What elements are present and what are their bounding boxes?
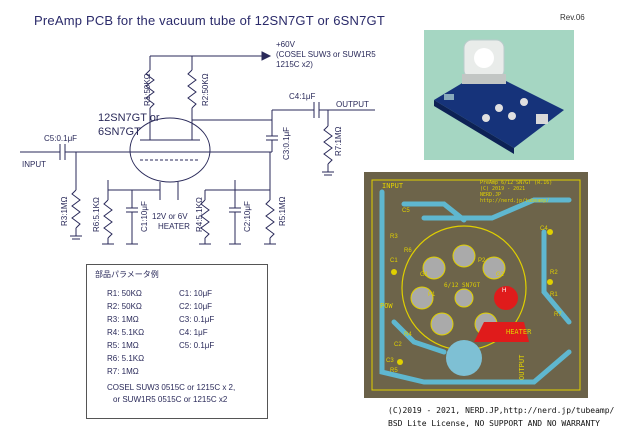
parts-list-capacitors: C1: 10μF C2: 10μF C3: 0.1μF C4: 1μF C5: … <box>179 287 214 352</box>
footer: (C)2019 - 2021, NERD.JP,http://nerd.jp/t… <box>388 404 614 430</box>
list-item: C2: 10μF <box>179 302 213 311</box>
r1-label: R1:50KΩ <box>143 73 152 106</box>
c2-label: C2:10μF <box>243 201 252 232</box>
pcb-part-r2: R2 <box>550 270 558 276</box>
r7-label: R7:1MΩ <box>334 126 343 156</box>
c1-label: C1:10μF <box>140 201 149 232</box>
r2-label: R2:50KΩ <box>201 73 210 106</box>
list-item: C4: 1μF <box>179 328 208 337</box>
heater-voltage-label: 12V or 6V <box>152 212 188 221</box>
list-item: C1: 10μF <box>179 289 213 298</box>
parts-list-panel: 部品パラメータ例 R1: 50KΩ R2: 50KΩ R3: 1MΩ R4: 5… <box>86 264 268 419</box>
parts-list-title: 部品パラメータ例 <box>95 270 159 279</box>
output-label: OUTPUT <box>336 100 369 109</box>
r4-label: R4:5.1KΩ <box>195 197 204 232</box>
pcb-info-4: http://nerd.jp/tubeamp/ <box>480 198 550 204</box>
c5-label: C5:0.1μF <box>44 134 78 143</box>
pcb-pin-p2: P2 <box>478 258 486 264</box>
pcb-input-label: INPUT <box>382 182 404 190</box>
input-label: INPUT <box>22 160 46 169</box>
list-item: R6: 5.1KΩ <box>107 354 145 363</box>
list-item: R1: 50KΩ <box>107 289 142 298</box>
r6-label: R6:5.1KΩ <box>92 197 101 232</box>
supply-note-line2: 1215C x2) <box>276 60 313 69</box>
tube-label-line1: 12SN7GT or <box>98 112 160 124</box>
pcb-info-3: NERD.JP <box>480 192 502 198</box>
list-item: R5: 1MΩ <box>107 341 139 350</box>
pcb-part-c2: C2 <box>394 342 402 348</box>
pcb-part-r7: R7 <box>554 312 562 318</box>
tube-label-line2: 6SN7GT <box>98 126 141 138</box>
pcb-info-1: PreAmp 6/12 SN7GT (R.16) <box>480 180 553 186</box>
revision-label: Rev.06 <box>560 13 585 22</box>
pcb-tube-label: 6/12 SN7GT <box>444 282 481 289</box>
list-item: R7: 1MΩ <box>107 367 139 376</box>
parts-list-note-1: COSEL SUW3 0515C or 1215C x 2, <box>107 383 236 392</box>
parts-list-resistors: R1: 50KΩ R2: 50KΩ R3: 1MΩ R4: 5.1KΩ R5: … <box>107 287 144 378</box>
supply-voltage-label: +60V <box>276 40 295 49</box>
pcb-info-2: (C) 2019 - 2021 <box>480 186 526 192</box>
list-item: C3: 0.1μF <box>179 315 215 324</box>
c3-label: C3:0.1μF <box>282 126 291 160</box>
parts-list-note-2: or SUW1R5 0515C or 1215C x2 <box>113 395 228 404</box>
board-photo-illustration <box>424 30 574 160</box>
pcb-pin-p1: P1 <box>428 292 436 298</box>
assembled-board-photo <box>424 30 574 160</box>
supply-note-line1: (COSEL SUW3 or SUW1R5 <box>276 50 376 59</box>
r5-label: R5:1MΩ <box>278 196 287 226</box>
list-item: C5: 0.1μF <box>179 341 215 350</box>
c4-label: C4:1μF <box>289 92 316 101</box>
list-item: R4: 5.1KΩ <box>107 328 145 337</box>
pcb-part-c4: C4 <box>540 226 548 232</box>
pcb-part-r3: R3 <box>390 234 398 240</box>
pcb-output-label: OUTPUT <box>518 354 526 380</box>
list-item: R3: 1MΩ <box>107 315 139 324</box>
pcb-pin-g2: G2 <box>496 272 505 278</box>
r3-label: R3:1MΩ <box>60 196 69 226</box>
pcb-part-r6: R6 <box>404 248 412 254</box>
pcb-part-r5: R5 <box>390 368 398 374</box>
pcb-pin-g1: G1 <box>420 272 429 278</box>
pcb-pin-h: H <box>502 288 507 294</box>
pcb-part-c1: C1 <box>390 258 398 264</box>
heater-label: HEATER <box>158 222 190 231</box>
pcb-part-r4: R4 <box>404 332 412 338</box>
pcb-layout: INPUT PreAmp 6/12 SN7GT (R.16) (C) 2019 … <box>364 172 588 398</box>
pcb-part-c3: C3 <box>386 358 394 364</box>
pcb-part-c5: C5 <box>402 208 410 214</box>
list-item: R2: 50KΩ <box>107 302 142 311</box>
pcb-artwork <box>371 179 581 391</box>
pcb-part-r1: R1 <box>550 292 558 298</box>
pcb-heater-label: HEATER <box>506 328 532 336</box>
copyright-text: (C)2019 - 2021, NERD.JP,http://nerd.jp/t… <box>388 406 615 415</box>
page-title: PreAmp PCB for the vacuum tube of 12SN7G… <box>34 13 385 28</box>
license-text: BSD Lite License, NO SUPPORT AND NO WARR… <box>388 419 600 428</box>
pcb-power-label: POW <box>380 302 393 310</box>
